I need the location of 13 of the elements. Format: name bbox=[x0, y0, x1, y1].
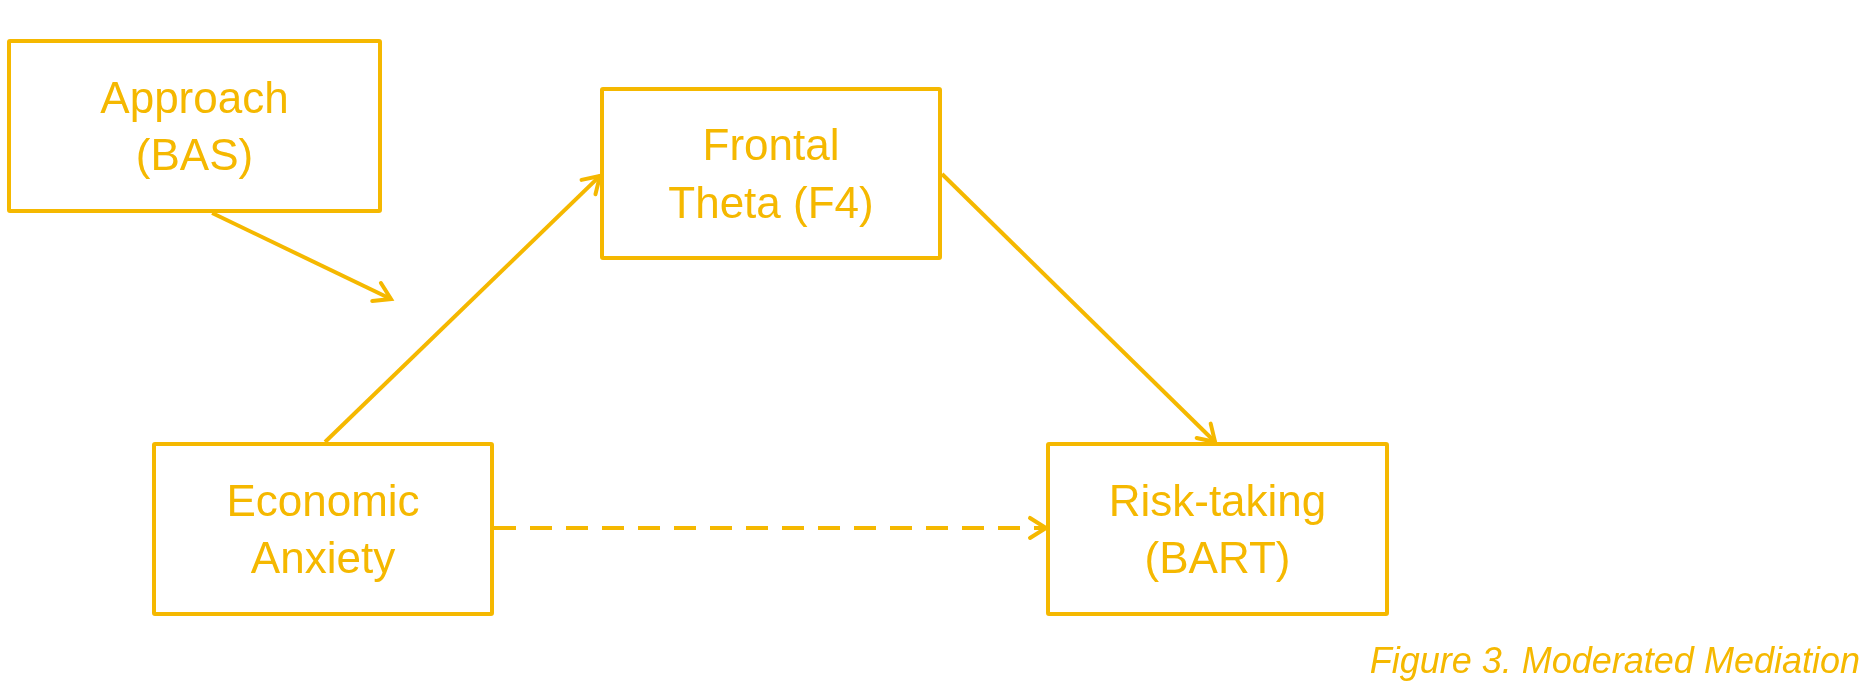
arrow bbox=[494, 515, 1048, 540]
arrow bbox=[940, 172, 1218, 444]
arrow bbox=[323, 173, 602, 444]
variable-box bbox=[152, 442, 494, 616]
variable-label: Risk-taking (BART) bbox=[1107, 474, 1328, 584]
figure-caption: Figure 3. Moderated Mediation bbox=[1369, 640, 1860, 682]
variable-label: Approach (BAS) bbox=[99, 71, 290, 181]
variable-box bbox=[7, 39, 382, 213]
arrow bbox=[211, 211, 393, 304]
variable-box bbox=[600, 87, 942, 260]
variable-label: Frontal Theta (F4) bbox=[667, 119, 875, 229]
variable-box bbox=[1046, 442, 1389, 616]
variable-label: Economic Anxiety bbox=[225, 474, 421, 584]
